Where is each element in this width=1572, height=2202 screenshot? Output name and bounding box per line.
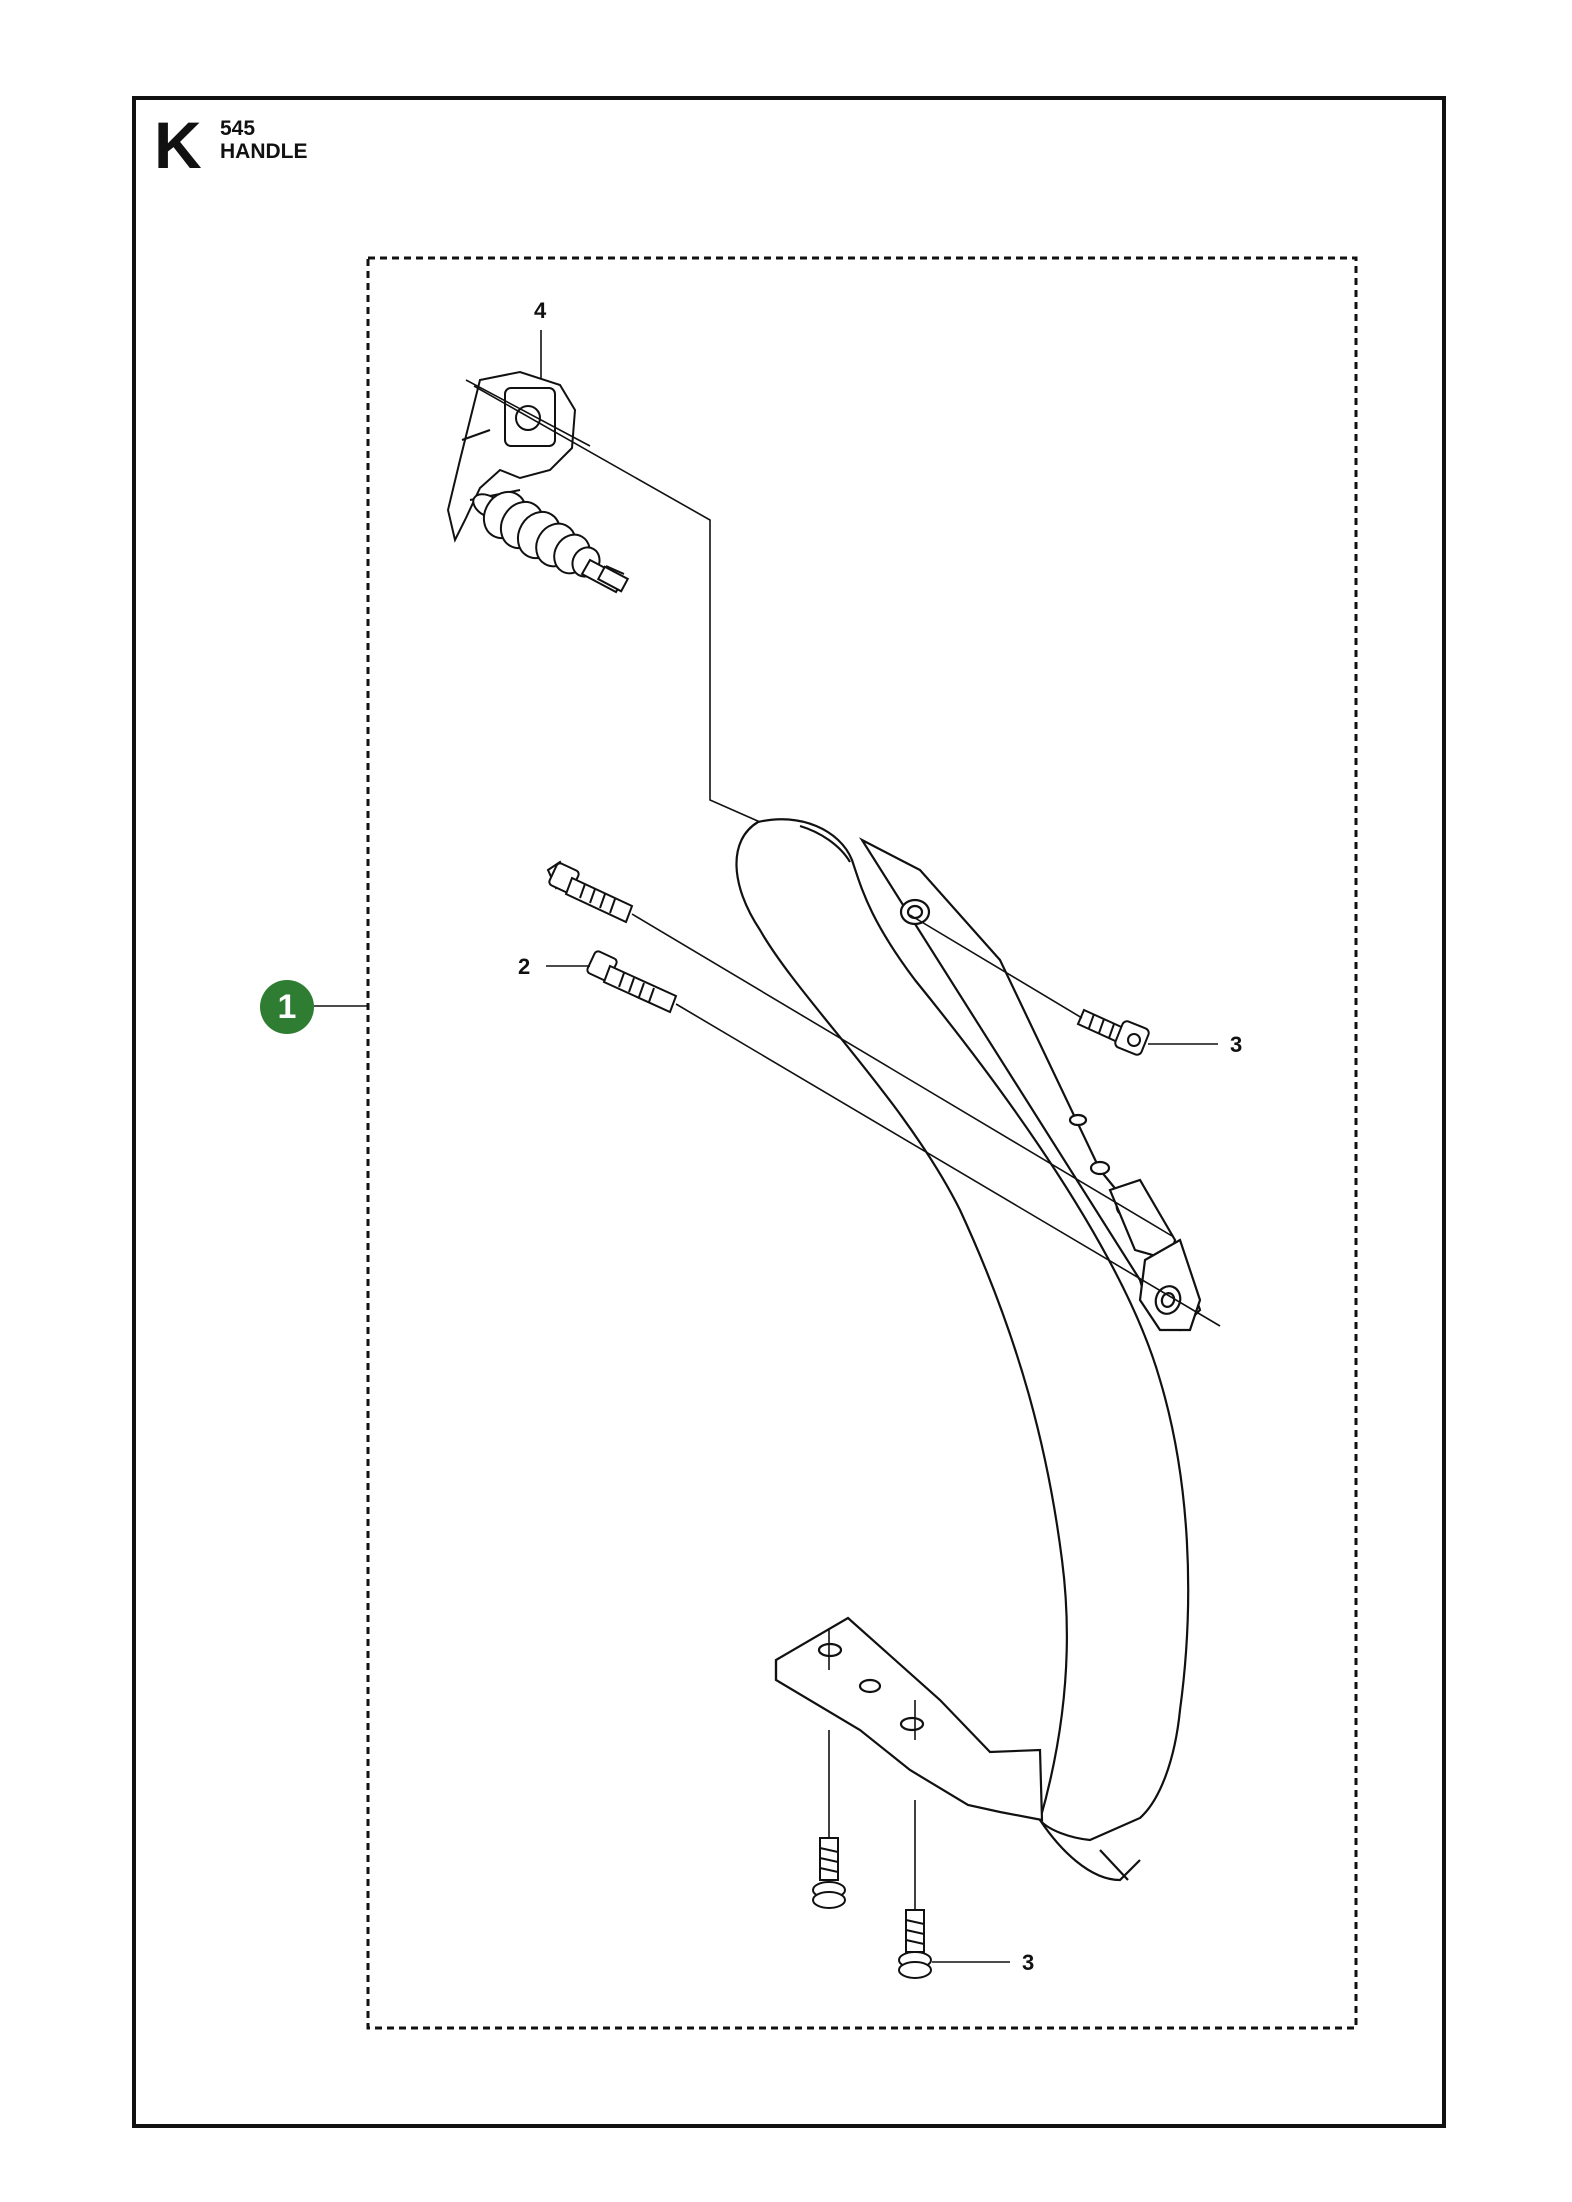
screw-short-upper-assembly-line [909, 914, 1083, 1019]
screw-short-lower-right-icon [898, 1909, 932, 1979]
anti-vibration-element-icon [446, 370, 630, 594]
screw-long-lower-icon [586, 950, 678, 1014]
screw-long-upper-icon [546, 860, 634, 924]
section-title: HANDLE [220, 140, 308, 163]
screw-short-upper-icon [1076, 1008, 1150, 1056]
part4-assembly-line [473, 385, 761, 823]
section-letter: K [154, 108, 202, 182]
part4-aux-line [465, 379, 591, 447]
kit-number-badge: 1 [260, 980, 314, 1034]
screw-lower-assembly-line [675, 1003, 1221, 1327]
callout-part3-upper: 3 [1230, 1032, 1242, 1057]
callout-part2: 2 [518, 954, 530, 979]
kit-dashed-box [366, 256, 1358, 2030]
callout-part4: 4 [534, 298, 547, 323]
screw-upper-assembly-line [631, 913, 1173, 1237]
model-number: 545 [220, 117, 256, 140]
callout-part3-lower: 3 [1022, 1950, 1034, 1975]
page-frame [132, 96, 1446, 2128]
screw-short-lower-left-icon [812, 1837, 846, 1909]
handle-bar-icon [735, 818, 1202, 1882]
